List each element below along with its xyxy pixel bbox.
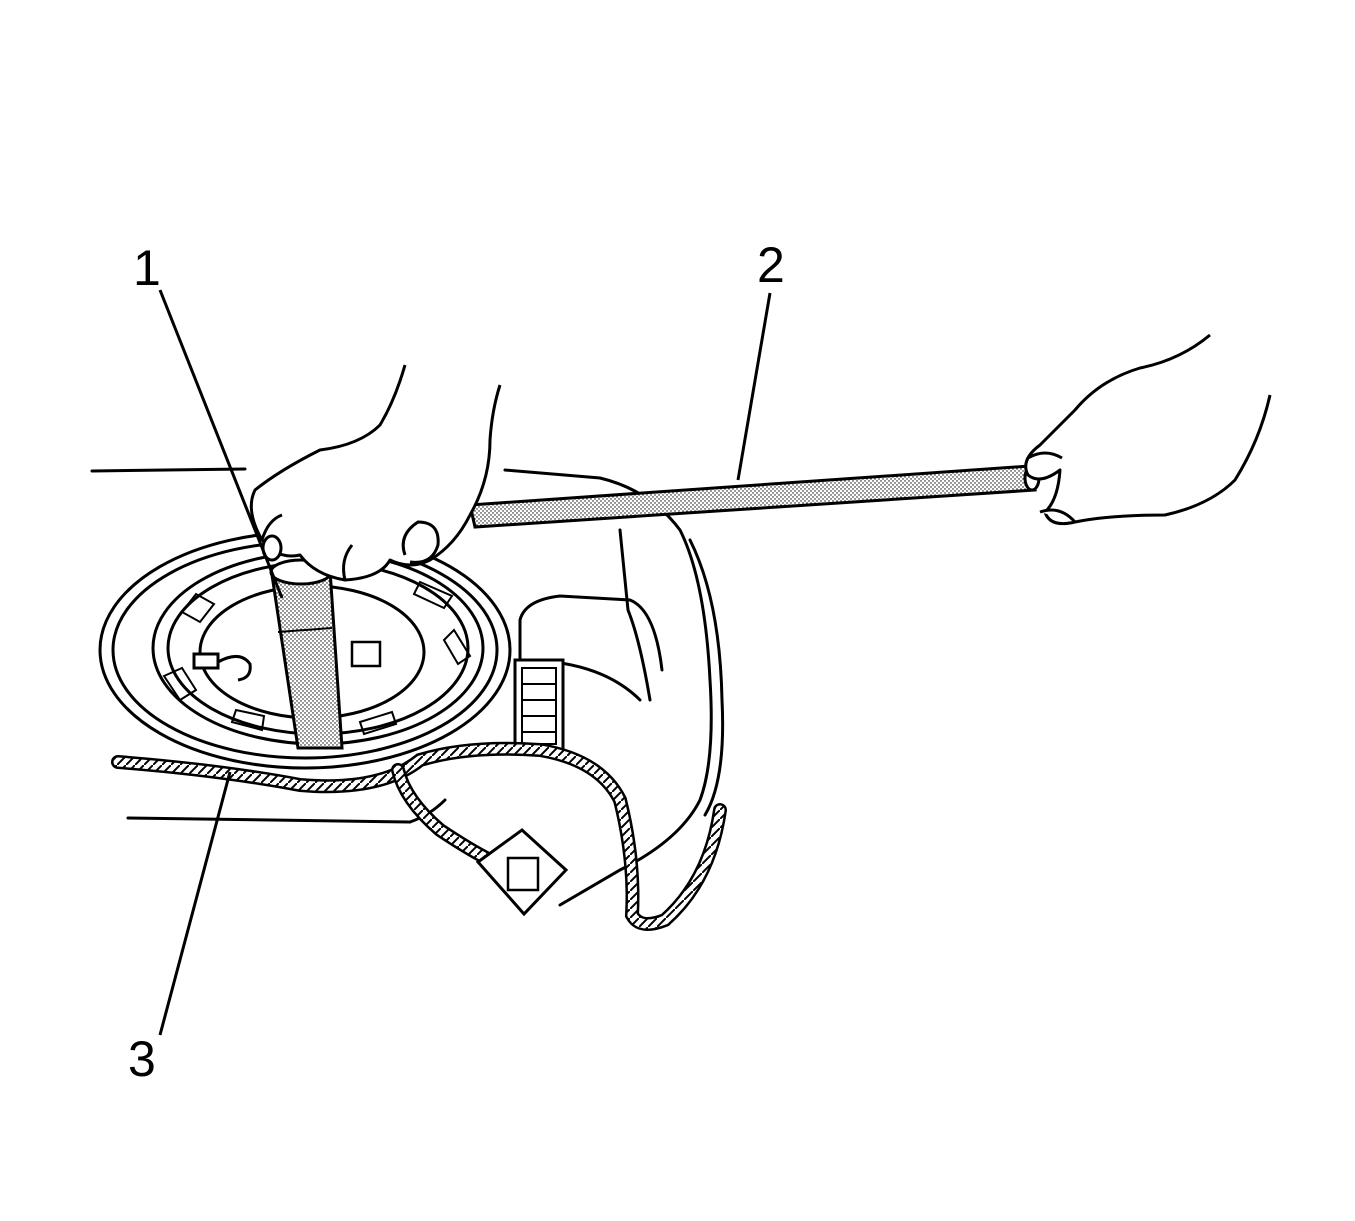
fuel-line-fitting (192, 652, 252, 682)
special-tool-sleeve (269, 558, 344, 750)
callout-label-3: 3 (128, 1031, 156, 1087)
wiring-harness (111, 741, 727, 931)
callout-label-1: 1 (133, 240, 161, 296)
left-hand (249, 364, 502, 582)
electrical-connector (475, 828, 569, 917)
vent-valve (513, 658, 565, 754)
callout-label-2: 2 (757, 237, 785, 293)
leader-line-1 (158, 289, 284, 599)
right-hand (1024, 333, 1272, 526)
leader-line-3 (158, 771, 232, 1036)
leader-line-2 (736, 292, 772, 481)
callout-leader-lines (158, 289, 772, 1036)
